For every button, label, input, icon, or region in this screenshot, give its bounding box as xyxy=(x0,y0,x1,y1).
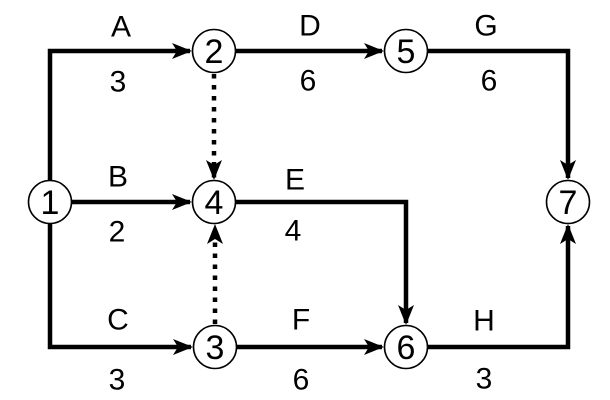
node-2-circle xyxy=(191,28,237,74)
node-3-circle xyxy=(192,324,238,370)
edge-A-activity-label: A xyxy=(111,11,131,44)
node-7-label: 7 xyxy=(559,184,578,222)
node-6-label: 6 xyxy=(397,329,416,367)
node-1-circle xyxy=(27,179,73,225)
node-5-circle xyxy=(383,28,429,74)
edge-E-activity-label: E xyxy=(285,164,305,197)
edge-E-duration-label: 4 xyxy=(285,215,302,248)
node-3-label: 3 xyxy=(206,329,225,367)
edge-C-activity-label: C xyxy=(107,304,129,337)
edge-A-duration-label: 3 xyxy=(110,66,127,99)
node-4-circle xyxy=(191,179,237,225)
edge-H-activity-label: H xyxy=(473,305,495,338)
edge-B-activity-label: B xyxy=(108,161,128,194)
node-6-circle xyxy=(383,324,429,370)
edge-G xyxy=(428,48,576,180)
node-6: 6 xyxy=(383,324,429,370)
edge-D-activity-label: D xyxy=(299,10,321,43)
node-1: 1 xyxy=(27,179,73,225)
edge-F-activity-label: F xyxy=(292,304,310,337)
edge-C-duration-label: 3 xyxy=(109,364,126,397)
node-7: 7 xyxy=(545,179,591,225)
node-7-circle xyxy=(545,179,591,225)
edge-G-duration-label: 6 xyxy=(481,65,498,98)
edge-E xyxy=(236,199,414,325)
node-3: 3 xyxy=(192,324,238,370)
node-5-label: 5 xyxy=(397,33,416,71)
node-4: 4 xyxy=(191,179,237,225)
edge-G-activity-label: G xyxy=(474,10,497,43)
node-2-label: 2 xyxy=(205,33,224,71)
edge-F-duration-label: 6 xyxy=(293,364,310,397)
edge-H xyxy=(428,224,576,350)
node-5: 5 xyxy=(383,28,429,74)
node-4-label: 4 xyxy=(205,184,224,222)
edge-C xyxy=(47,224,193,355)
edge-A xyxy=(47,43,192,181)
edge-D-duration-label: 6 xyxy=(300,65,317,98)
edge-B-duration-label: 2 xyxy=(109,216,126,249)
node-2: 2 xyxy=(191,28,237,74)
edge-H-duration-label: 3 xyxy=(476,363,493,396)
node-1-label: 1 xyxy=(41,184,60,222)
